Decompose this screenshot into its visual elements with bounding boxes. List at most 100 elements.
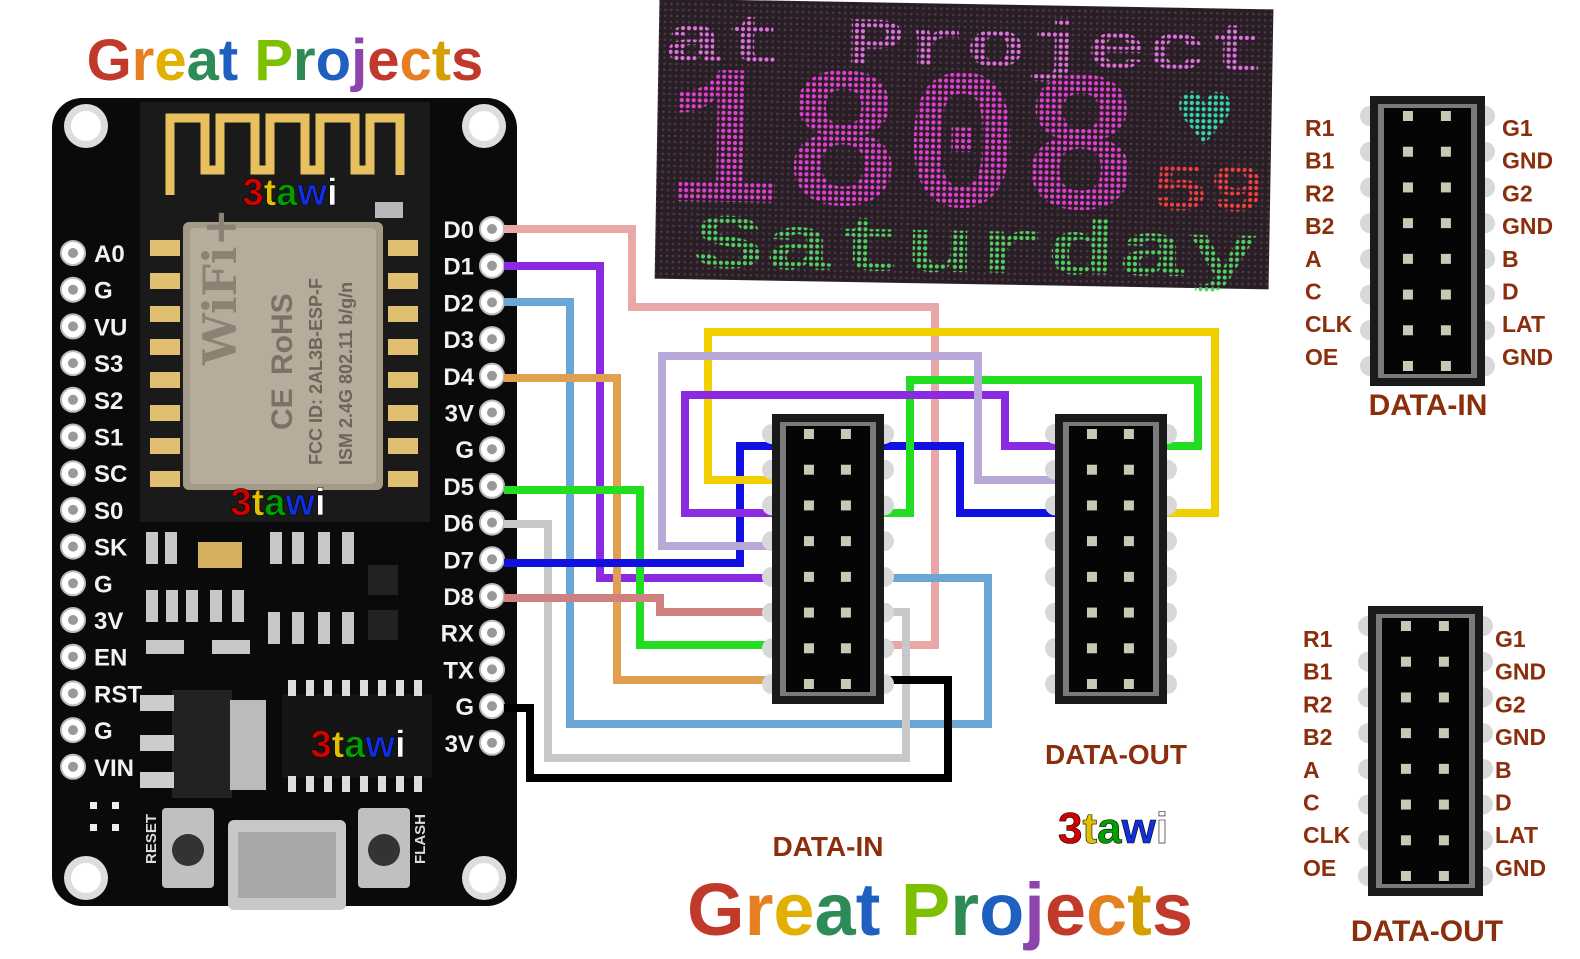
pin-label: VU [94, 314, 127, 341]
pin-s2: S2 [60, 386, 123, 415]
connector-pin [1123, 536, 1134, 547]
pin-label: D7 [443, 547, 474, 574]
connector-pin [1123, 679, 1134, 689]
wire-d8 [504, 594, 780, 616]
connector-pin [1440, 146, 1451, 157]
connector-pin [1086, 679, 1097, 689]
flash-button[interactable]: FLASH [358, 808, 429, 888]
connector-pin [1402, 289, 1413, 300]
data-in-label: DATA-IN [773, 831, 884, 862]
connector-pin [1440, 325, 1451, 336]
pin-label: D1 [443, 254, 474, 281]
legend-pin-label: A [1305, 246, 1322, 272]
connector-pin [1438, 656, 1449, 667]
pin-label: A0 [94, 241, 125, 268]
connector-pin [1438, 799, 1449, 810]
pin-label: S0 [94, 498, 123, 525]
pin-label: G [455, 694, 474, 721]
connector-pin [1400, 835, 1411, 846]
connector-pin [1400, 621, 1411, 631]
legend-pin-label: OE [1303, 855, 1336, 881]
pin-d7: D7 [443, 546, 505, 574]
pin-label: RST [94, 681, 142, 708]
mounting-hole-icon [64, 104, 506, 900]
data-in-connector [762, 414, 894, 704]
connector-pin [803, 679, 814, 689]
legend-pin-label: GND [1495, 659, 1546, 685]
connector-pin [1086, 643, 1097, 654]
connector-pin [1400, 692, 1411, 703]
display-line1: at Project [663, 5, 1268, 93]
pin-3v: 3V [445, 729, 505, 758]
legend-pin-label: B1 [1303, 659, 1333, 685]
legend-pin-label: R1 [1303, 626, 1333, 652]
pin-a0: A0 [60, 240, 125, 268]
legend-pin-label: B [1495, 757, 1512, 783]
connector-pin [1400, 799, 1411, 810]
reset-button[interactable]: RESET [143, 808, 214, 888]
wire-d6 [504, 520, 910, 762]
pin-d3: D3 [443, 326, 505, 354]
connector-pin [803, 571, 814, 582]
data-out-label: DATA-OUT [1045, 739, 1187, 770]
module-brand: WiFi+ [193, 208, 247, 366]
pin-label: VIN [94, 755, 134, 782]
pin-sk: SK [60, 533, 128, 562]
pin-d4: D4 [443, 362, 505, 391]
wire-d2 [504, 298, 992, 728]
legend-pin-label: G1 [1502, 115, 1533, 141]
legend-pin-label: LAT [1502, 311, 1545, 337]
pin-en: EN [60, 643, 127, 672]
pin-d6: D6 [443, 509, 505, 538]
connector-pin [1440, 253, 1451, 264]
connector-pin [803, 500, 814, 511]
connector-pin [803, 429, 814, 439]
connector-pin [1086, 429, 1097, 439]
connector-pin [803, 464, 814, 475]
pin-label: G [94, 571, 113, 598]
connector-pin [1086, 607, 1097, 618]
pin-g: G [455, 436, 505, 464]
pin-label: G [455, 437, 474, 464]
reset-label: RESET [143, 814, 160, 864]
legend-pin-label: B [1502, 246, 1519, 272]
connector-pin [840, 571, 851, 582]
pin-s0: S0 [60, 496, 123, 525]
connector-pin [1438, 728, 1449, 739]
pin-label: D8 [443, 584, 474, 611]
watermark: 3tawi [310, 724, 405, 766]
flash-label: FLASH [412, 814, 429, 864]
nodemcu-board: WiFi+ RoHS FCC ID: 2AL3B-ESP-F ISM 2.4G … [52, 98, 517, 910]
connector-pin [1438, 763, 1449, 774]
connector-pin [803, 607, 814, 618]
wire-d4 [504, 374, 780, 684]
connector-pin [803, 643, 814, 654]
pin-label: 3V [94, 608, 123, 635]
connector-pin [1440, 111, 1451, 121]
connector-pin [840, 464, 851, 475]
pin-label: D2 [443, 290, 474, 317]
pin-g: G [455, 693, 505, 721]
connector-pin [1440, 218, 1451, 229]
connector-pin [1402, 111, 1413, 121]
legend-pin-label: GND [1502, 213, 1553, 239]
connector-pin [1440, 361, 1451, 371]
pin-label: 3V [445, 401, 474, 428]
connector-pin [1438, 871, 1449, 881]
pin-label: G [94, 718, 113, 745]
pin-vu: VU [60, 313, 127, 341]
connector-pin [1438, 835, 1449, 846]
legend-pin-label: B2 [1303, 724, 1332, 750]
connector-pin [1400, 763, 1411, 774]
pin-3v: 3V [60, 607, 123, 635]
smd-components [146, 532, 398, 654]
module-pads [150, 240, 418, 487]
pin-vin: VIN [60, 753, 134, 782]
legend-pin-label: R2 [1305, 180, 1334, 206]
connector-pin [840, 536, 851, 547]
connector-pin [1402, 253, 1413, 264]
connector-pin [840, 429, 851, 439]
